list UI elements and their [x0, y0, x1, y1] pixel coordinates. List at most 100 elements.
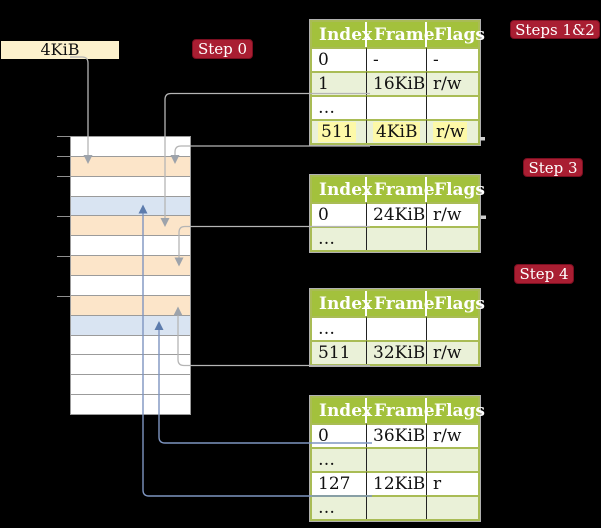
column-header-frame: Frame: [367, 22, 435, 47]
table-row: …: [312, 226, 478, 250]
cell-frame: 32KiB: [367, 340, 427, 364]
cell-frame: [367, 495, 427, 519]
cell-flags: r/w: [427, 119, 478, 143]
cell-frame: 4KiB: [367, 119, 427, 143]
cell-frame: 16KiB: [367, 71, 427, 95]
cell-index: 0: [312, 47, 367, 71]
cell-flags: r/w: [427, 202, 478, 226]
column-header-index: Index: [312, 398, 372, 423]
column-header-frame: Frame: [367, 398, 435, 423]
steps-1-2-label: Steps 1&2: [515, 20, 595, 39]
step-3-label: Step 3: [528, 158, 578, 177]
memory-row-white: [71, 354, 190, 375]
memory-row-peach: [71, 215, 190, 236]
arrow-l0e511-to-4kib: [174, 145, 370, 156]
cell-flags: -: [427, 47, 478, 71]
cell-flags: r/w: [427, 423, 478, 447]
memory-row-peach: [71, 255, 190, 276]
table-row-highlighted: 511 4KiB r/w: [312, 119, 478, 143]
steps-1-2-badge: Steps 1&2: [510, 20, 600, 39]
memory-row-white: [71, 374, 190, 395]
page-table-level1: Index Frame Flags 0 24KiB r/w …: [310, 175, 485, 252]
table-row: …: [312, 316, 478, 340]
cell-index: …: [312, 447, 367, 471]
cell-index: …: [312, 226, 367, 250]
cell-index: …: [312, 495, 367, 519]
table-row: …: [312, 95, 478, 119]
table-row: 0 - -: [312, 47, 478, 71]
memory-row-white: [71, 334, 190, 355]
column-header-index: Index: [312, 177, 372, 202]
cell-index: 1: [312, 71, 367, 95]
cell-flags: r/w: [427, 340, 478, 364]
memory-tick: [57, 296, 70, 297]
memory-row-white: [71, 137, 190, 156]
memory-tick: [57, 136, 70, 137]
cell-index: 127: [312, 471, 367, 495]
page-table-level0: Index Frame Flags 0 - - 1 16KiB r/w … 51…: [310, 20, 485, 145]
page-table-level2: Index Frame Flags … 511 32KiB r/w: [310, 289, 485, 366]
cell-flags: [427, 495, 478, 519]
column-header-index: Index: [312, 22, 372, 47]
memory-row-peach: [71, 155, 190, 176]
highlighted-value: 511: [318, 122, 357, 142]
cell-frame: -: [367, 47, 427, 71]
cell-flags: [427, 226, 478, 250]
column-header-flags: Flags: [427, 22, 485, 47]
connector-stub: [480, 137, 485, 141]
step-4-label: Step 4: [519, 265, 569, 283]
memory-row-blue: [71, 314, 190, 335]
page-size-label: 4KiB: [40, 40, 80, 59]
table-header-row: Index Frame Flags: [312, 291, 485, 316]
table-header-row: Index Frame Flags: [312, 398, 485, 423]
cell-flags: [427, 447, 478, 471]
cell-frame: [367, 316, 427, 340]
memory-tick: [57, 156, 70, 157]
column-header-frame: Frame: [367, 177, 435, 202]
cell-index: 0: [312, 202, 367, 226]
cell-flags: r: [427, 471, 478, 495]
connector-stub: [481, 215, 486, 219]
table-header-row: Index Frame Flags: [312, 177, 485, 202]
physical-memory-column: [70, 136, 191, 415]
page-table-level3: Index Frame Flags 0 36KiB r/w … 127 12Ki…: [310, 396, 485, 521]
cell-index: 511: [312, 119, 367, 143]
column-header-frame: Frame: [367, 291, 435, 316]
column-header-flags: Flags: [427, 291, 485, 316]
table-row: …: [312, 447, 478, 471]
memory-tick: [57, 256, 70, 257]
highlighted-value: 4KiB: [373, 122, 421, 142]
cell-index: …: [312, 316, 367, 340]
cell-flags: [427, 316, 478, 340]
column-header-flags: Flags: [427, 177, 485, 202]
memory-tick: [57, 216, 70, 217]
cell-frame: 24KiB: [367, 202, 427, 226]
memory-row-white: [71, 275, 190, 295]
cell-index: 511: [312, 340, 367, 364]
table-header-row: Index Frame Flags: [312, 22, 485, 47]
table-row: 511 32KiB r/w: [312, 340, 478, 364]
cell-flags: r/w: [427, 71, 478, 95]
step-3-badge: Step 3: [523, 158, 583, 177]
memory-tick: [57, 176, 70, 177]
cell-frame: [367, 447, 427, 471]
step-0-badge: Step 0: [192, 39, 253, 59]
memory-row-white: [71, 175, 190, 196]
memory-row-peach: [71, 294, 190, 315]
step-0-label: Step 0: [197, 40, 248, 58]
memory-row-blue: [71, 195, 190, 216]
page-size-box: 4KiB: [1, 41, 119, 59]
cell-frame: [367, 226, 427, 250]
memory-row-white: [71, 394, 190, 415]
table-row: …: [312, 495, 478, 519]
cell-frame: 36KiB: [367, 423, 427, 447]
highlighted-value: r/w: [433, 122, 468, 142]
cell-index: 0: [312, 423, 367, 447]
cell-frame: [367, 95, 427, 119]
column-header-flags: Flags: [427, 398, 485, 423]
cell-index: …: [312, 95, 367, 119]
cell-frame: 12KiB: [367, 471, 427, 495]
step-4-badge: Step 4: [514, 264, 574, 284]
cell-flags: [427, 95, 478, 119]
